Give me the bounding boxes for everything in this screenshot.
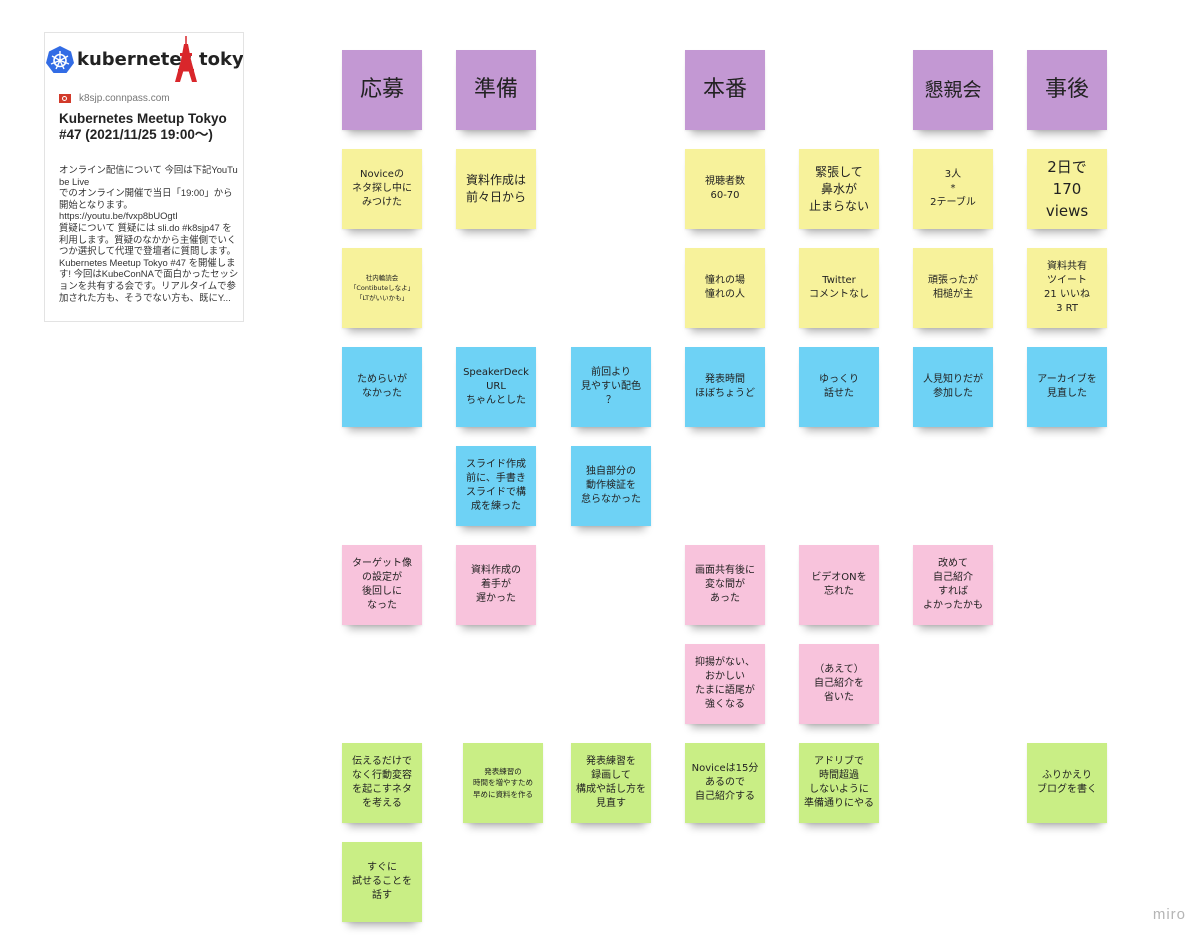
header-junbi[interactable]: 準備 — [456, 50, 536, 130]
sticky-note[interactable]: ためらいが なかった — [342, 347, 422, 427]
card-title[interactable]: Kubernetes Meetup Tokyo #47 (2021/11/25 … — [59, 111, 227, 142]
sticky-note[interactable]: SpeakerDeck URL ちゃんとした — [456, 347, 536, 427]
sticky-note[interactable]: 憧れの場 憧れの人 — [685, 248, 765, 328]
sticky-note[interactable]: アーカイブを 見直した — [1027, 347, 1107, 427]
sticky-note[interactable]: スライド作成 前に、手書き スライドで構 成を練った — [456, 446, 536, 526]
sticky-note[interactable]: Noviceは15分 あるので 自己紹介する — [685, 743, 765, 823]
sticky-note[interactable]: 資料作成は 前々日から — [456, 149, 536, 229]
sticky-note[interactable]: ふりかえり ブログを書く — [1027, 743, 1107, 823]
connpass-favicon-icon — [59, 93, 71, 103]
header-jigo[interactable]: 事後 — [1027, 50, 1107, 130]
sticky-note[interactable]: Noviceの ネタ探し中に みつけた — [342, 149, 422, 229]
logo-text-kubernetes: kubernetes — [77, 49, 193, 70]
sticky-note[interactable]: （あえて） 自己紹介を 省いた — [799, 644, 879, 724]
miro-watermark: miro — [1152, 906, 1186, 923]
sticky-note[interactable]: 視聴者数 60-70 — [685, 149, 765, 229]
sticky-note[interactable]: 3人 * 2テーブル — [913, 149, 993, 229]
sticky-note[interactable]: 人見知りだが 参加した — [913, 347, 993, 427]
sticky-note[interactable]: ビデオONを 忘れた — [799, 545, 879, 625]
kubernetes-logo-icon — [46, 46, 74, 73]
sticky-note[interactable]: 発表時間 ほぼちょうど — [685, 347, 765, 427]
event-banner: kubernetes tokyo — [45, 33, 243, 85]
header-konshinkai[interactable]: 懇親会 — [913, 50, 993, 130]
sticky-note[interactable]: 資料作成の 着手が 遅かった — [456, 545, 536, 625]
sticky-note[interactable]: ターゲット像 の設定が 後回しに なった — [342, 545, 422, 625]
link-preview-card[interactable]: kubernetes tokyo k8sjp.connpass.com Kube… — [44, 32, 244, 322]
card-domain: k8sjp.connpass.com — [79, 92, 170, 104]
sticky-note[interactable]: 独自部分の 動作検証を 怠らなかった — [571, 446, 651, 526]
tokyo-tower-icon — [175, 36, 197, 82]
sticky-note[interactable]: 発表練習を 録画して 構成や話し方を 見直す — [571, 743, 651, 823]
sticky-note[interactable]: ゆっくり 話せた — [799, 347, 879, 427]
header-honban[interactable]: 本番 — [685, 50, 765, 130]
sticky-note[interactable]: すぐに 試せることを 話す — [342, 842, 422, 922]
sticky-note[interactable]: 画面共有後に 変な間が あった — [685, 545, 765, 625]
sticky-note[interactable]: 社内輪読会 「Contibuteしなよ」 「LTがいいかも」 — [342, 248, 422, 328]
sticky-note[interactable]: 改めて 自己紹介 すれば よかったかも — [913, 545, 993, 625]
sticky-note[interactable]: 抑揚がない、 おかしい たまに語尾が 強くなる — [685, 644, 765, 724]
card-description: オンライン配信について 今回は下記YouTube Live でのオンライン開催で… — [59, 164, 239, 303]
sticky-note[interactable]: 資料共有 ツイート 21 いいね 3 RT — [1027, 248, 1107, 328]
sticky-note[interactable]: 2日で 170 views — [1027, 149, 1107, 229]
sticky-note[interactable]: 頑張ったが 相槌が主 — [913, 248, 993, 328]
card-source: k8sjp.connpass.com — [59, 91, 170, 105]
sticky-note[interactable]: 前回より 見やすい配色 ？ — [571, 347, 651, 427]
sticky-note[interactable]: 発表練習の 時間を増やすため 早めに資料を作る — [463, 743, 543, 823]
sticky-note[interactable]: アドリブで 時間超過 しないように 準備通りにやる — [799, 743, 879, 823]
sticky-note[interactable]: 緊張して 鼻水が 止まらない — [799, 149, 879, 229]
sticky-note[interactable]: Twitter コメントなし — [799, 248, 879, 328]
logo-text-tokyo: tokyo — [199, 49, 244, 70]
header-oubo[interactable]: 応募 — [342, 50, 422, 130]
sticky-note[interactable]: 伝えるだけで なく行動変容 を起こすネタ を考える — [342, 743, 422, 823]
